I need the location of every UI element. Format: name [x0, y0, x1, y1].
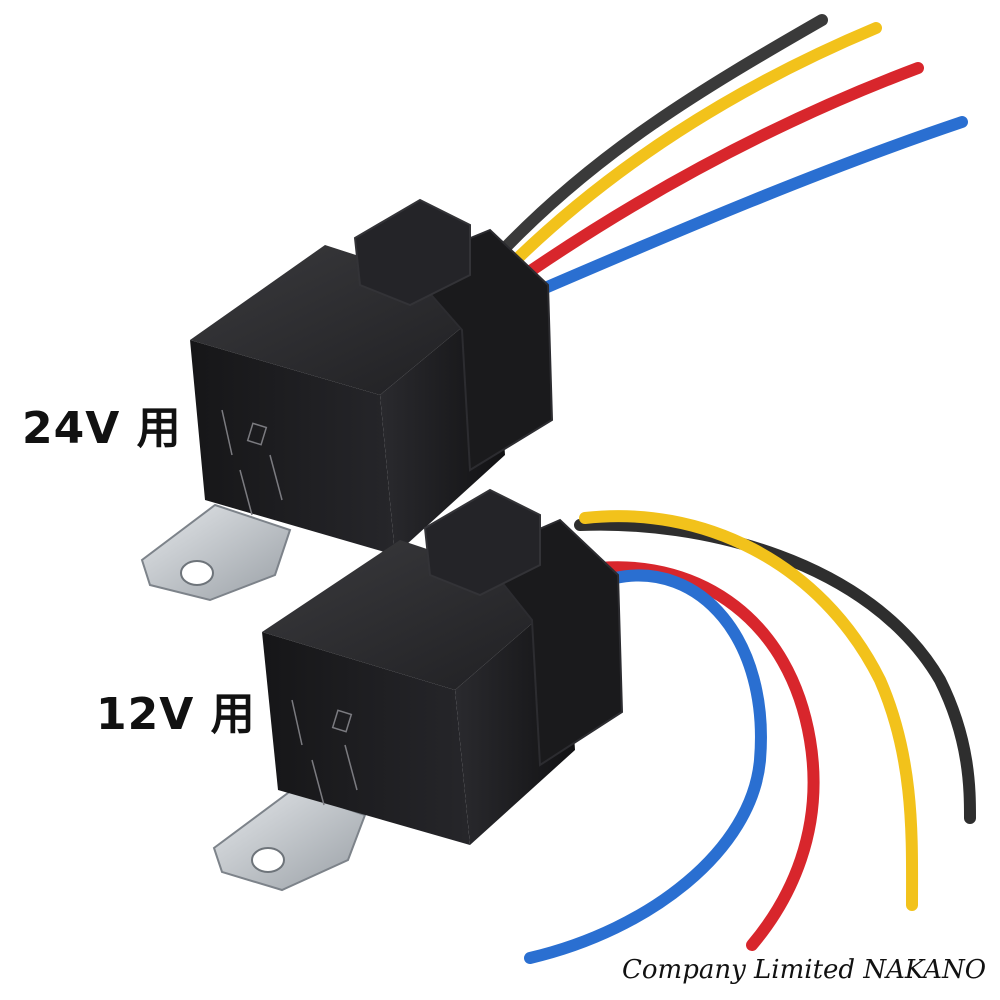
wire-bundle-24v	[499, 14, 968, 294]
label-24v: 24V 用	[22, 403, 182, 454]
wire-yellow-24v	[512, 22, 882, 264]
relay-imprint-12v	[291, 699, 358, 806]
wire-bundle-12v	[524, 510, 976, 964]
mounting-bracket-24v	[140, 503, 292, 602]
wire-blue-24v	[539, 116, 968, 294]
wire-red-24v	[526, 62, 924, 276]
relay-12v	[212, 488, 976, 964]
relay-imprint-24v	[221, 409, 283, 516]
label-12v: 12V 用	[96, 689, 256, 740]
mounting-bracket-12v	[212, 788, 367, 892]
connector-housing-12v	[478, 518, 624, 767]
wire-yellow-12v	[579, 510, 919, 911]
relay-24v	[140, 14, 968, 602]
bracket-hole-12v	[251, 847, 285, 873]
connector-clip-24v	[353, 198, 471, 307]
wire-blue-12v	[524, 569, 767, 964]
wire-black-12v	[574, 518, 976, 824]
company-credit: Company Limited NAKANO	[622, 955, 987, 985]
bracket-hole-24v	[180, 560, 214, 586]
relay-front-face-12v	[262, 632, 470, 845]
connector-clip-12v	[423, 488, 541, 597]
wire-black-24v	[499, 14, 828, 254]
wire-red-12v	[594, 561, 820, 951]
relay-front-face-24v	[190, 340, 395, 555]
